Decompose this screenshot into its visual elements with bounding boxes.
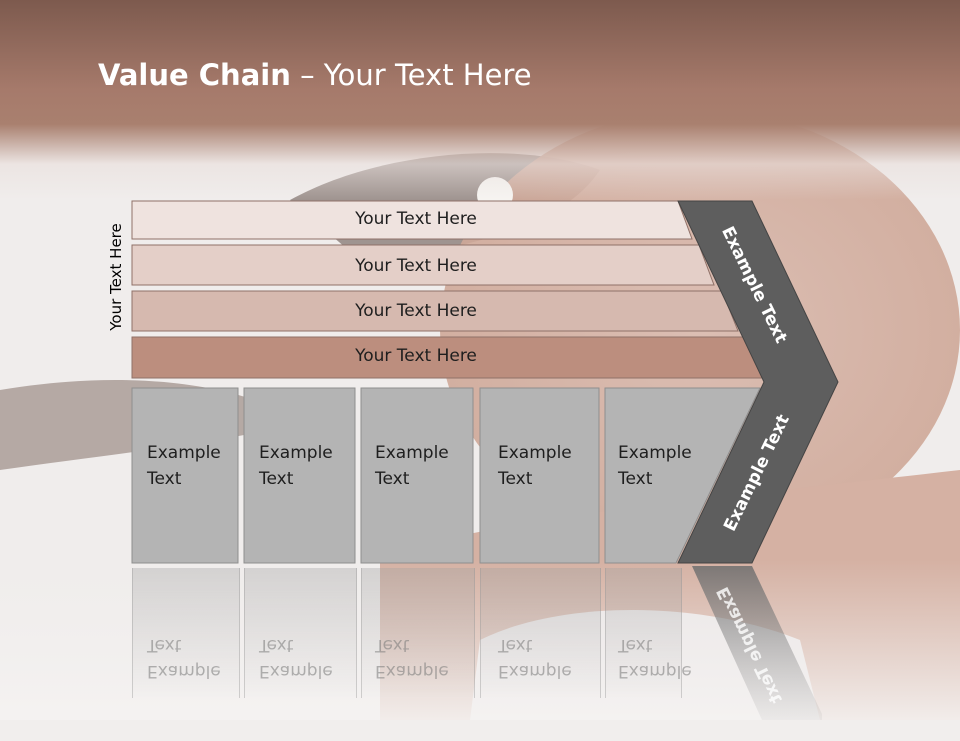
value-chain-diagram bbox=[131, 200, 839, 564]
bar-2[interactable] bbox=[131, 244, 715, 286]
title-band bbox=[0, 0, 960, 200]
bar-3[interactable] bbox=[131, 290, 739, 332]
column-5-label: Example Text bbox=[618, 440, 718, 492]
column-3-label: Example Text bbox=[375, 440, 475, 492]
column-5-line2: Text bbox=[618, 469, 653, 489]
column-2-line2: Text bbox=[259, 469, 294, 489]
column-4-line1: Example bbox=[498, 443, 572, 463]
reflection-label-4-line1: Example bbox=[498, 661, 572, 681]
reflection-label-2: Example Text bbox=[259, 632, 359, 684]
reflection-label-4-line2: Text bbox=[498, 635, 533, 655]
column-4[interactable] bbox=[479, 387, 600, 564]
bar-4-label: Your Text Here bbox=[355, 346, 477, 366]
column-2[interactable] bbox=[243, 387, 356, 564]
page-title: Value Chain – Your Text Here bbox=[98, 52, 532, 98]
reflection-label-2-line2: Text bbox=[259, 635, 294, 655]
column-1-line2: Text bbox=[147, 469, 182, 489]
column-3-line2: Text bbox=[375, 469, 410, 489]
reflection-label-3: Example Text bbox=[375, 632, 475, 684]
reflection-label-1: Example Text bbox=[147, 632, 247, 684]
bar-2-label: Your Text Here bbox=[355, 256, 477, 276]
reflection-column-3 bbox=[361, 568, 475, 698]
column-4-line2: Text bbox=[498, 469, 533, 489]
column-5-line1: Example bbox=[618, 443, 692, 463]
column-5[interactable] bbox=[604, 387, 761, 564]
column-1-line1: Example bbox=[147, 443, 221, 463]
reflection-label-1-line1: Example bbox=[147, 661, 221, 681]
reflection-label-2-line1: Example bbox=[259, 661, 333, 681]
reflection-label-3-line2: Text bbox=[375, 635, 410, 655]
column-1-label: Example Text bbox=[147, 440, 247, 492]
column-2-label: Example Text bbox=[259, 440, 359, 492]
reflection-label-1-line2: Text bbox=[147, 635, 182, 655]
column-1[interactable] bbox=[131, 387, 239, 564]
column-3-line1: Example bbox=[375, 443, 449, 463]
reflection-label-4: Example Text bbox=[498, 632, 598, 684]
column-3[interactable] bbox=[360, 387, 474, 564]
bar-1[interactable] bbox=[131, 200, 693, 240]
reflection-chevron bbox=[692, 566, 822, 720]
reflection-column-2 bbox=[244, 568, 357, 698]
reflection-label-3-line1: Example bbox=[375, 661, 449, 681]
bar-1-label: Your Text Here bbox=[355, 209, 477, 229]
chevron-arrow[interactable] bbox=[677, 200, 839, 564]
column-4-label: Example Text bbox=[498, 440, 598, 492]
title-rest: – Your Text Here bbox=[290, 58, 532, 92]
column-2-line1: Example bbox=[259, 443, 333, 463]
reflection-column-1 bbox=[132, 568, 240, 698]
bar-3-label: Your Text Here bbox=[355, 301, 477, 321]
reflection-column-4 bbox=[480, 568, 601, 698]
title-bold: Value Chain bbox=[98, 58, 291, 92]
reflection-column-5 bbox=[605, 568, 682, 698]
